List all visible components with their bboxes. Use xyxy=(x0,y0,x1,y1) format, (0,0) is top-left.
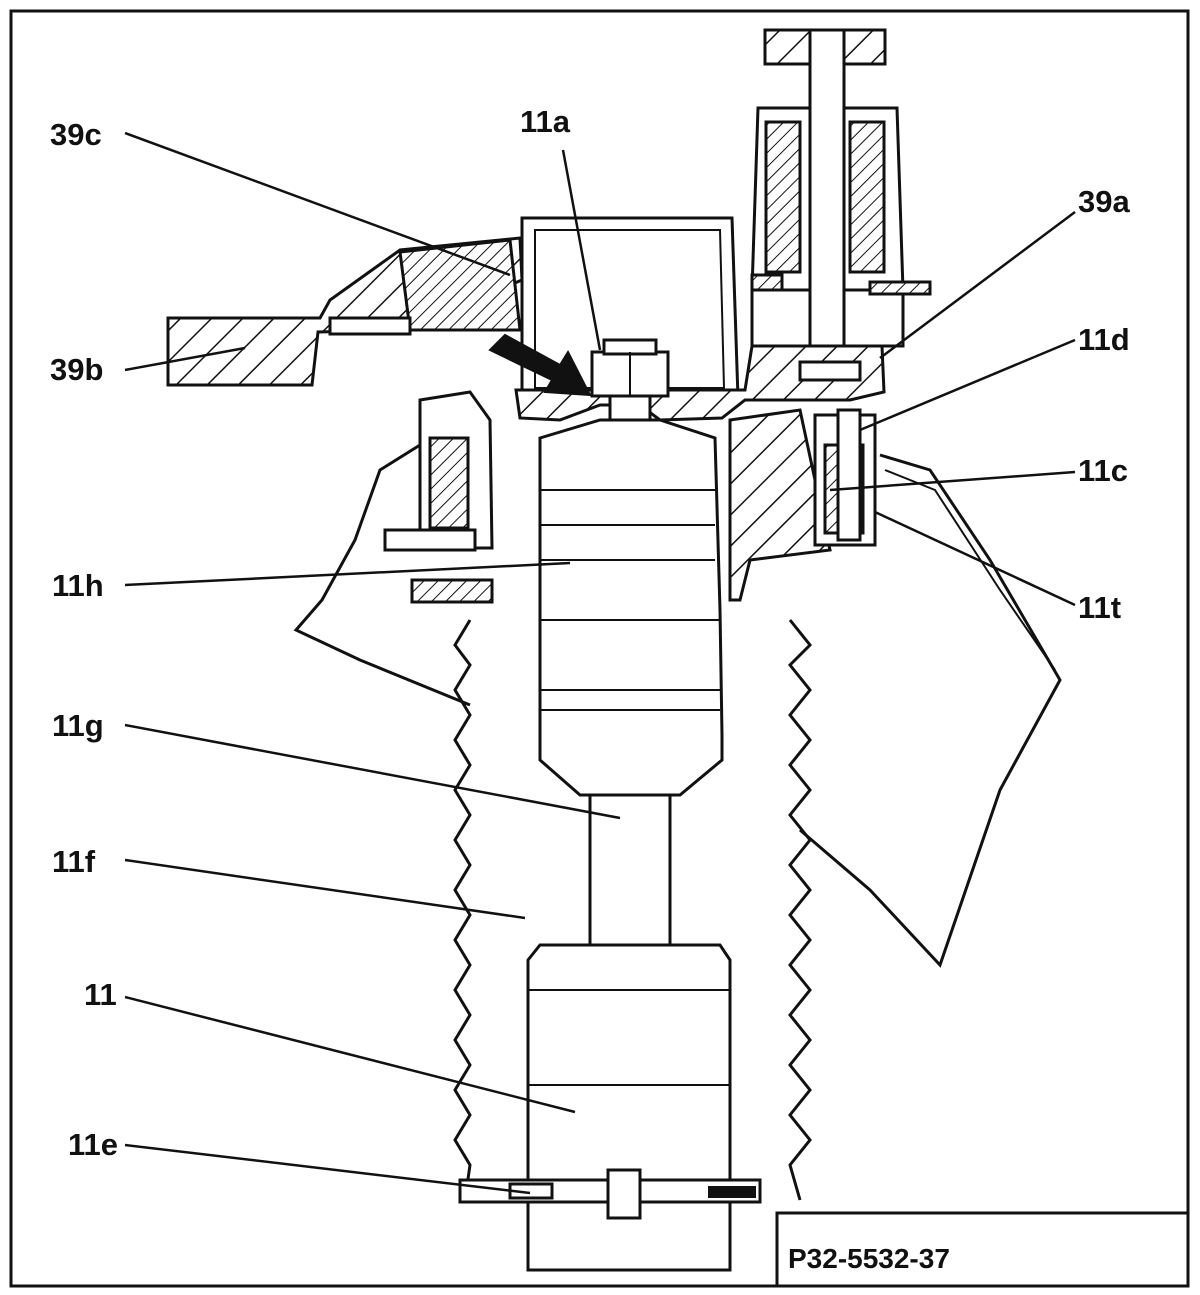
callout-11g: 11g xyxy=(52,708,104,743)
callout-11t: 11t xyxy=(1078,590,1121,625)
leader-lines xyxy=(124,131,1076,1195)
callout-39a: 39a xyxy=(1078,184,1130,219)
body-shell xyxy=(293,443,1062,968)
callout-11d: 11d xyxy=(1078,322,1130,357)
arrow-indicator xyxy=(488,333,592,397)
callout-11: 11 xyxy=(84,977,117,1012)
callout-39c: 39c xyxy=(50,117,102,152)
callout-11h: 11h xyxy=(52,568,104,603)
mount-bracket-top xyxy=(750,28,932,392)
callout-11f: 11f xyxy=(52,844,96,879)
callout-11e: 11e xyxy=(68,1127,118,1162)
hose-clamp xyxy=(458,1168,762,1220)
damper-body xyxy=(538,418,724,797)
outer-border xyxy=(9,9,1190,1288)
reference-code-box xyxy=(775,1211,1190,1288)
strut-side-brackets xyxy=(383,390,877,604)
mount-bracket-left xyxy=(166,236,524,387)
piston-rod xyxy=(588,793,672,947)
top-mount-housing xyxy=(514,216,886,422)
reference-code: P32-5532-37 xyxy=(788,1243,950,1274)
callout-11a: 11a xyxy=(520,104,571,139)
callout-11c: 11c xyxy=(1078,453,1128,488)
callout-39b: 39b xyxy=(50,352,103,387)
bellows-boot xyxy=(453,619,813,1201)
